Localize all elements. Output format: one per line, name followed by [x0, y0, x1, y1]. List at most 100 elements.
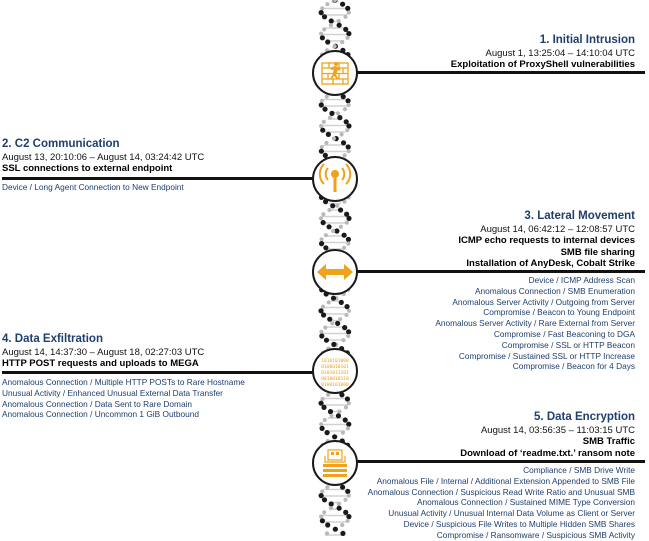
dna-bead [336, 18, 341, 24]
dna-bead [345, 236, 352, 242]
list-item: Anomalous Server Activity / Outgoing fro… [452, 296, 635, 307]
dna-bead [346, 241, 351, 246]
list-item: Compromise / Fast Beaconing to DGA [493, 328, 635, 339]
dna-bead [342, 325, 348, 331]
list-item: Compromise / Beacon to Young Endpoint [483, 307, 635, 318]
stage-3-connector [355, 270, 645, 273]
stage-3-date: August 14, 06:42:12 – 12:08:57 UTC [480, 223, 635, 235]
dna-bead [346, 401, 352, 406]
binary-row-4: 0010010110 [321, 376, 349, 382]
dna-bead [324, 531, 330, 536]
dna-bead [337, 409, 342, 414]
dna-bead [318, 148, 324, 154]
dna-bead [346, 149, 351, 154]
stage-4-connector [2, 371, 314, 374]
stage-4-desc-0: HTTP POST requests and uploads to MEGA [2, 358, 199, 370]
dna-bead [346, 514, 352, 520]
dna-bead [319, 518, 325, 524]
dna-bead [328, 115, 333, 120]
dna-bead [342, 245, 347, 250]
stage-1-connector [355, 71, 645, 74]
list-item: Compromise / Sustained SSL or HTTP Incre… [458, 350, 635, 361]
dna-bead [321, 404, 327, 410]
dna-bead [346, 493, 351, 498]
stage-4-items: Anomalous Connection / Multiple HTTP POS… [2, 377, 245, 420]
dna-bead [342, 199, 347, 204]
stage-2-date: August 13, 20:10:06 – August 14, 03:24:4… [2, 151, 205, 163]
dna-bead [332, 526, 338, 532]
list-item: Anomalous File / Internal / Additional E… [376, 475, 635, 486]
dna-bead [345, 98, 351, 104]
dna-bead [346, 123, 352, 129]
dna-bead [318, 10, 324, 16]
dna-bead [318, 308, 324, 314]
list-item: Anomalous Connection / Suspicious Read W… [367, 486, 635, 497]
dna-bead [320, 304, 326, 309]
dna-bead [329, 110, 335, 116]
dna-bead [328, 18, 334, 24]
dna-bead [318, 123, 324, 129]
dna-bead [318, 400, 324, 406]
dna-bead [325, 2, 330, 7]
dna-bead [345, 488, 351, 494]
dna-bead [338, 299, 344, 305]
dna-bead [339, 1, 346, 7]
dna-bead [346, 215, 352, 221]
dna-bead [327, 207, 332, 213]
dna-bead [335, 413, 342, 419]
dna-bead [327, 409, 334, 415]
dna-bead [324, 140, 329, 145]
stage-1-node [312, 50, 358, 96]
stage-5-desc-0: SMB Traffic [582, 436, 635, 448]
dna-bead [331, 136, 336, 141]
stage-1-text: 1. Initial Intrusion August 1, 13:25:04 … [451, 34, 635, 71]
stage-3-desc-1: SMB file sharing [560, 246, 635, 258]
list-item: Anomalous Connection / Data Sent to Rare… [2, 398, 193, 409]
list-item: Compliance / SMB Drive Write [523, 465, 635, 475]
dna-bead [325, 392, 331, 397]
dna-bead [323, 325, 328, 330]
dna-bead [318, 216, 324, 221]
dna-bead [319, 422, 324, 427]
dna-bead [339, 132, 344, 137]
stage-5-title: 5. Data Encryption [534, 411, 635, 423]
dna-bead [339, 484, 346, 490]
dna-bead [341, 232, 347, 238]
dna-bead [324, 430, 330, 436]
stage-5-date: August 14, 03:56:35 – 11:03:15 UTC [480, 424, 635, 436]
stage-5-connector [355, 460, 645, 463]
dna-bead [319, 31, 324, 36]
dna-bead [337, 115, 343, 121]
dna-bead [342, 417, 348, 423]
dna-bead [319, 144, 324, 150]
stage-4-title: 4. Data Exfiltration [2, 333, 103, 345]
dna-bead [322, 417, 327, 423]
binary-row-2: 0100010101 [321, 364, 349, 370]
dna-bead [330, 228, 336, 234]
dna-bead [320, 6, 325, 11]
list-item: Anomalous Connection / SMB Enumeration [474, 285, 635, 296]
stage-5-items: Compliance / SMB Drive Write Anomalous F… [368, 465, 635, 541]
list-item: Device / ICMP Address Scan [528, 275, 635, 285]
stage-3-items: Device / ICMP Address Scan Anomalous Con… [435, 275, 635, 372]
dna-bead [340, 94, 346, 100]
dna-bead [340, 530, 346, 537]
dna-bead [326, 300, 331, 305]
encrypted-files-icon [323, 449, 347, 477]
dna-bead [334, 228, 340, 234]
dna-bead [339, 392, 345, 398]
dna-bead [332, 434, 338, 440]
binary-row-1: 1010101000 [321, 358, 349, 364]
dna-bead [320, 489, 325, 494]
dna-bead [338, 317, 343, 322]
list-item: Device / Long Agent Connection to New En… [2, 182, 184, 192]
dna-bead [336, 505, 342, 511]
stage-2-text: 2. C2 Communication August 13, 20:10:06 … [2, 138, 204, 175]
dna-bead [330, 321, 335, 326]
dna-bead [325, 131, 331, 137]
dna-bead [321, 14, 328, 20]
dna-bead [337, 207, 344, 213]
stage-3-desc-0: ICMP echo requests to internal devices [458, 235, 635, 247]
dna-bead [319, 237, 324, 242]
list-item: Unusual Activity / Unusual Internal Data… [388, 508, 635, 519]
